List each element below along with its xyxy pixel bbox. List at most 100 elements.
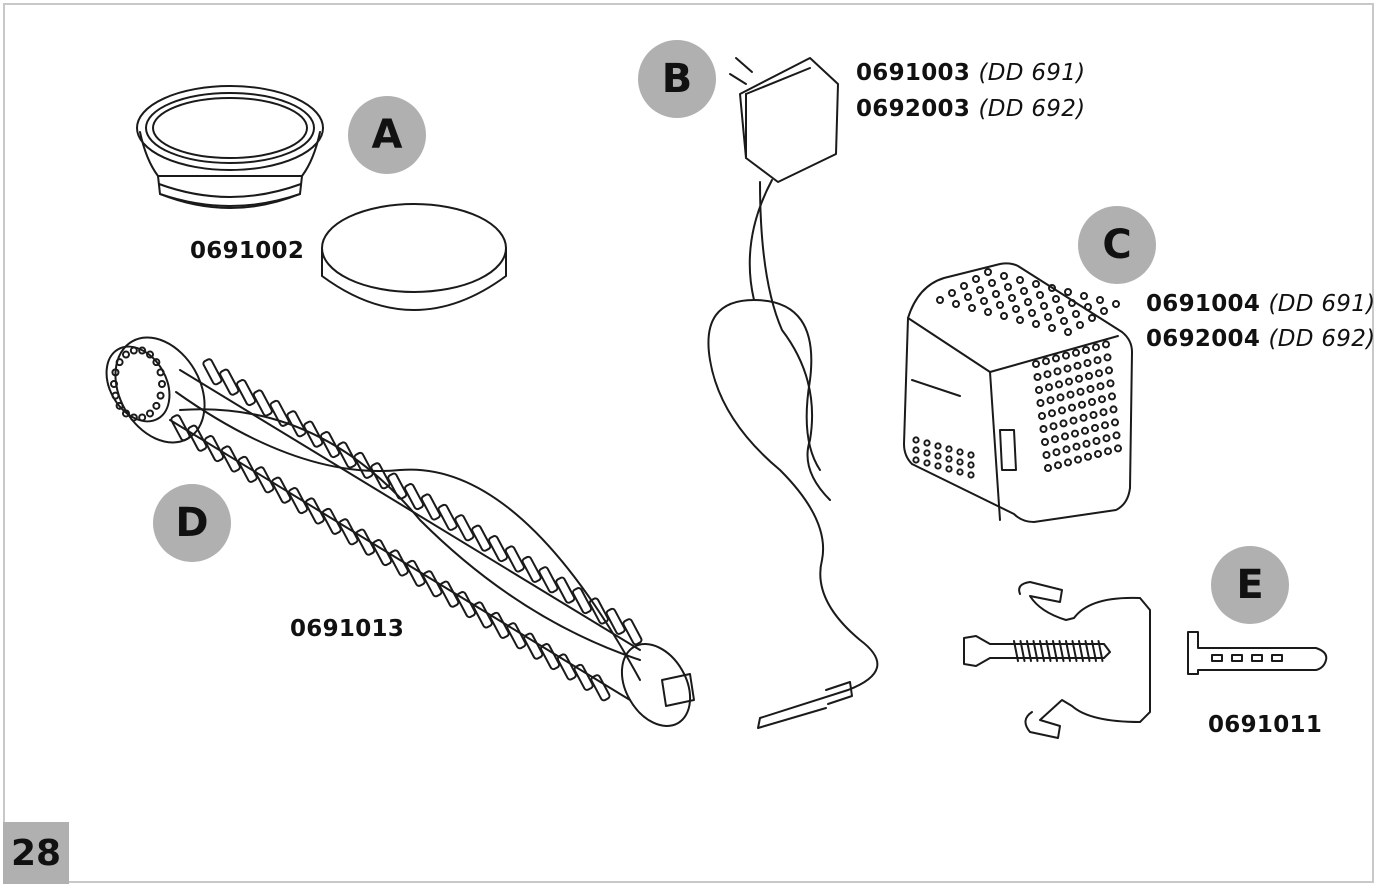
perforation-dot — [1048, 397, 1054, 403]
perforation-dot — [1005, 284, 1011, 290]
charger-illustration — [708, 58, 877, 728]
bristle — [170, 414, 190, 441]
perforation-dot — [1045, 314, 1051, 320]
gear-tooth — [112, 369, 118, 375]
perforation-dot — [1071, 418, 1077, 424]
bristle — [355, 529, 375, 556]
perforation-dot — [1072, 431, 1078, 437]
perforation-dot — [1065, 289, 1071, 295]
gear-tooth — [153, 403, 159, 409]
gear-tooth — [111, 381, 117, 387]
part-badge-a: A — [348, 96, 426, 174]
perforation-dot — [1025, 299, 1031, 305]
screw-thread — [1086, 641, 1090, 661]
wall-mount-illustration — [964, 582, 1326, 738]
code-number: 0691004 — [1146, 291, 1261, 317]
gear-tooth — [147, 352, 153, 358]
perforation-dot — [1046, 384, 1052, 390]
screw-thread — [1047, 641, 1051, 661]
perforation-dot — [1037, 292, 1043, 298]
bristle — [506, 622, 526, 649]
perforation-dot — [981, 298, 987, 304]
part-badge-e: E — [1211, 546, 1289, 624]
perforation-dot — [1075, 363, 1081, 369]
perforation-dot — [913, 457, 918, 462]
perforation-dot — [913, 447, 918, 452]
perforation-dot — [1085, 360, 1091, 366]
bristle — [421, 493, 441, 520]
bristle — [370, 462, 390, 489]
part-badge-c: C — [1078, 206, 1156, 284]
perforation-dot — [1052, 436, 1058, 442]
perforation-dot — [1061, 318, 1067, 324]
perforation-dot — [935, 453, 940, 458]
perforation-dot — [1086, 373, 1092, 379]
perforation-dot — [1056, 381, 1062, 387]
screw-thread — [1014, 641, 1018, 661]
perforation-dot — [1041, 426, 1047, 432]
perforation-dot — [1111, 406, 1117, 412]
code-variant: (DD 691) — [978, 60, 1086, 86]
perforation-dot — [1001, 313, 1007, 319]
perforation-dot — [1009, 295, 1015, 301]
bristle — [221, 445, 241, 472]
anchor-slot — [1232, 655, 1242, 661]
gear-tooth — [131, 414, 137, 420]
perforation-dot — [949, 290, 955, 296]
screw-thread — [1040, 641, 1044, 661]
perforation-dot — [1049, 285, 1055, 291]
bristle — [488, 535, 508, 562]
perforation-dot — [1099, 396, 1105, 402]
code-number: 0692003 — [856, 96, 971, 122]
bristle — [540, 643, 560, 670]
bristle — [286, 410, 306, 437]
perforation-dot — [1035, 374, 1041, 380]
perforation-dot — [1043, 358, 1049, 364]
perforation-dot — [973, 276, 979, 282]
gear-tooth — [139, 348, 145, 354]
bristle — [572, 587, 592, 614]
bristle — [387, 473, 407, 500]
bristle — [219, 369, 239, 396]
gear-tooth — [123, 410, 129, 416]
perforation-dot — [1062, 433, 1068, 439]
gear-tooth — [147, 410, 153, 416]
perforation-dot — [1057, 307, 1063, 313]
perforation-dot — [1001, 273, 1007, 279]
gear-tooth — [159, 381, 165, 387]
perforation-dot — [1092, 425, 1098, 431]
perforation-dot — [1108, 380, 1114, 386]
filter-cube-illustration — [904, 263, 1132, 522]
perforation-dot — [1094, 438, 1100, 444]
screw-thread — [1034, 641, 1038, 661]
perforation-dot — [1097, 297, 1103, 303]
perforation-dot — [1054, 449, 1060, 455]
roller-brush-illustration — [94, 322, 704, 739]
part-letter: D — [175, 500, 209, 546]
part-badge-d: D — [153, 484, 231, 562]
part-code-c-1: 0691004 (DD 691) — [1146, 291, 1375, 317]
code-number: 0691011 — [1208, 712, 1323, 738]
perforation-dot — [1074, 444, 1080, 450]
perforation-dot — [1089, 399, 1095, 405]
perforation-dot — [1051, 423, 1057, 429]
code-number: 0692004 — [1146, 326, 1261, 352]
gear-tooth — [112, 393, 118, 399]
perforation-dot — [1098, 383, 1104, 389]
perforation-dot — [1084, 441, 1090, 447]
perforation-dot — [1021, 288, 1027, 294]
perforation-dot — [1042, 439, 1048, 445]
perforation-dot — [989, 280, 995, 286]
code-variant: (DD 692) — [978, 96, 1086, 122]
perforation-dot — [1064, 446, 1070, 452]
bristle — [438, 504, 458, 531]
part-code-d: 0691013 — [290, 616, 404, 642]
perforation-dot — [1065, 329, 1071, 335]
perforation-dot — [935, 463, 940, 468]
perforation-dot — [953, 301, 959, 307]
part-code-e: 0691011 — [1208, 712, 1322, 738]
part-letter: C — [1102, 222, 1132, 268]
bristle — [439, 581, 459, 608]
page-number: 28 — [3, 822, 69, 884]
